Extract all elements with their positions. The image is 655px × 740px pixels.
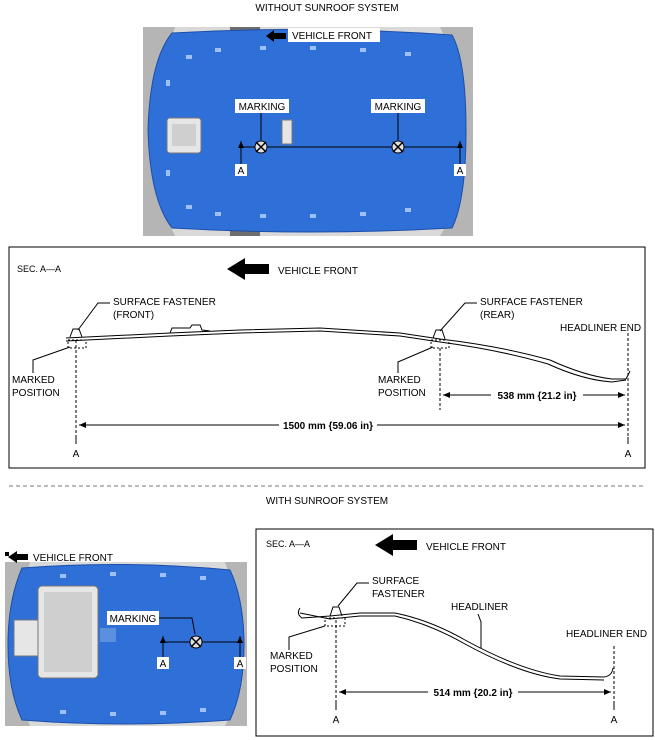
fastener-rear-label-1: SURFACE FASTENER bbox=[480, 297, 583, 308]
photo-top-vehicle-front: VEHICLE FRONT bbox=[292, 31, 372, 42]
marked-position-line2: POSITION bbox=[270, 664, 318, 675]
headliner-photo-bottom bbox=[5, 562, 247, 726]
sec-top-vehicle-front: VEHICLE FRONT bbox=[278, 266, 358, 277]
sec-top-mark-right: A bbox=[625, 449, 632, 460]
section-view-bottom-frame bbox=[255, 528, 654, 737]
fastener-rear-label-2: (REAR) bbox=[480, 310, 514, 321]
vehicle-front-arrow-icon bbox=[375, 534, 417, 556]
dimension-rear-text: 538 mm {21.2 in} bbox=[498, 391, 577, 402]
photo-bottom-section-mark-right: A bbox=[237, 659, 244, 670]
sec-top-mark-left: A bbox=[73, 449, 80, 460]
marking-cross-icon bbox=[391, 140, 405, 154]
dimension-bottom-text: 514 mm {20.2 in} bbox=[434, 688, 513, 699]
marked-position-2-line1: MARKED bbox=[378, 375, 421, 386]
dimension-total-text: 1500 mm {59.06 in} bbox=[283, 421, 373, 432]
marked-position-1-line1: MARKED bbox=[12, 375, 55, 386]
headliner-profile-bottom bbox=[297, 607, 614, 681]
sec-bottom-vehicle-front: VEHICLE FRONT bbox=[426, 542, 506, 553]
headliner-profile-top bbox=[65, 324, 631, 383]
vehicle-front-arrow-icon bbox=[8, 551, 28, 563]
marking-cross-icon bbox=[254, 140, 268, 154]
headliner-end-label-bottom: HEADLINER END bbox=[566, 629, 647, 640]
fastener-label-2: FASTENER bbox=[372, 589, 425, 600]
vehicle-front-arrow-icon bbox=[227, 258, 269, 280]
photo-top-section-mark-right: A bbox=[457, 166, 464, 177]
headliner-end-label-top: HEADLINER END bbox=[560, 323, 641, 334]
marking-cross-icon bbox=[189, 635, 203, 649]
marking-label-bottom: MARKING bbox=[110, 614, 157, 625]
marked-position-1-line2: POSITION bbox=[12, 388, 60, 399]
fastener-label-1: SURFACE bbox=[372, 576, 420, 587]
surface-fastener-icon bbox=[324, 606, 346, 627]
bottom-section-title: WITH SUNROOF SYSTEM bbox=[266, 496, 388, 507]
section-view-top-frame bbox=[8, 246, 646, 469]
surface-fastener-rear-icon bbox=[430, 329, 450, 349]
sec-aa-label-top: SEC. A—A bbox=[17, 264, 61, 274]
sec-bottom-mark-right: A bbox=[611, 715, 618, 726]
fastener-front-label-1: SURFACE FASTENER bbox=[113, 297, 216, 308]
top-section-title: WITHOUT SUNROOF SYSTEM bbox=[255, 3, 398, 14]
photo-bottom-vehicle-front: VEHICLE FRONT bbox=[33, 553, 113, 564]
vehicle-front-arrow-icon bbox=[266, 30, 286, 42]
photo-top-section-mark-left: A bbox=[238, 166, 245, 177]
sec-aa-label-bottom: SEC. A—A bbox=[266, 539, 310, 549]
photo-bottom-section-mark-left: A bbox=[160, 659, 167, 670]
headliner-label: HEADLINER bbox=[451, 602, 508, 613]
marking-label-1: MARKING bbox=[239, 102, 286, 113]
marking-label-2: MARKING bbox=[375, 102, 422, 113]
headliner-photo-top bbox=[143, 27, 473, 236]
marked-position-line1: MARKED bbox=[270, 651, 313, 662]
fastener-front-label-2: (FRONT) bbox=[113, 310, 154, 321]
marked-position-2-line2: POSITION bbox=[378, 388, 426, 399]
surface-fastener-front-icon bbox=[67, 328, 87, 349]
sec-bottom-mark-left: A bbox=[333, 715, 340, 726]
